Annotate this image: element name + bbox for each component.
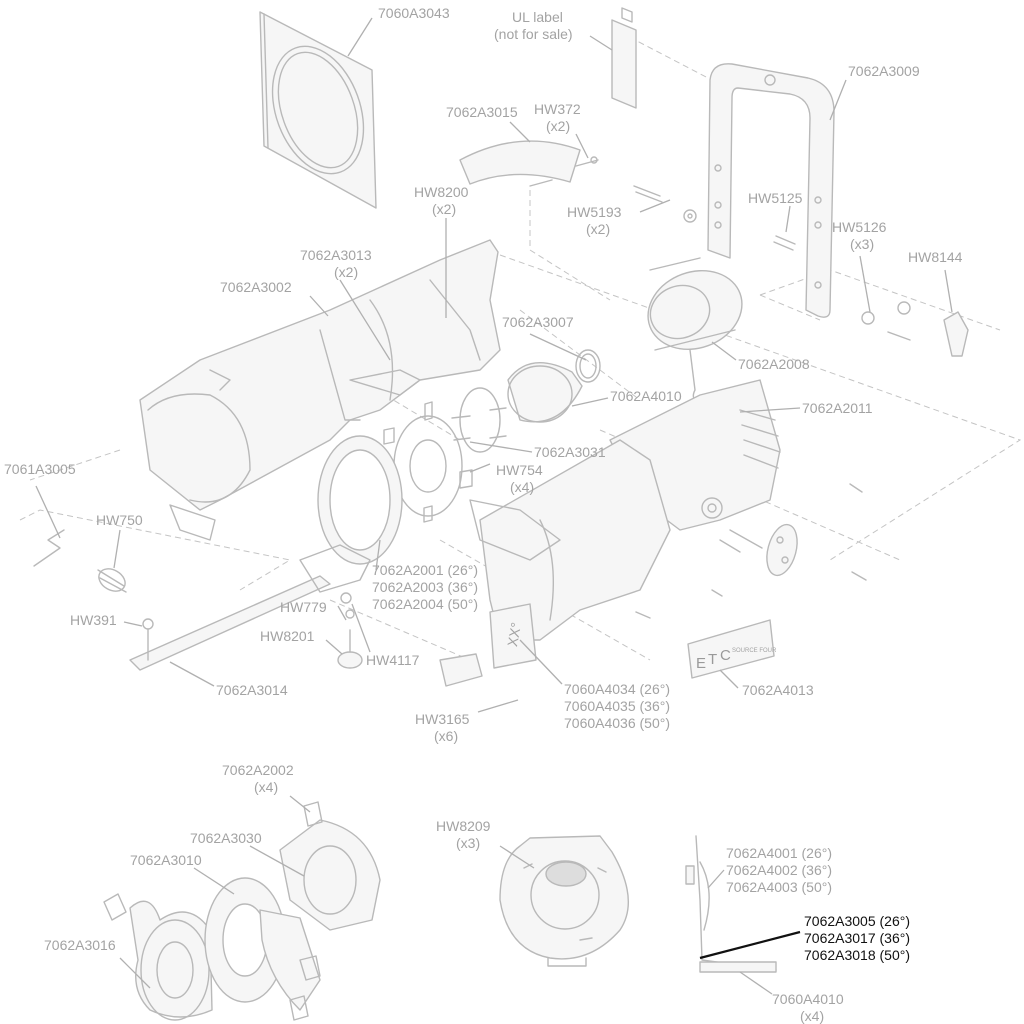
svg-text:7062A2004 (50°): 7062A2004 (50°): [372, 596, 478, 612]
svg-text:HW5126: HW5126: [832, 219, 887, 235]
svg-text:7062A3005 (26°): 7062A3005 (26°): [804, 913, 910, 929]
svg-text:UL label: UL label: [512, 9, 563, 25]
svg-text:(x4): (x4): [800, 1008, 824, 1024]
callout-hw8201: HW8201: [260, 628, 315, 644]
callout-7060A4034: 7060A4034 (26°) 7060A4035 (36°) 7060A403…: [564, 681, 670, 731]
svg-text:(x2): (x2): [546, 118, 570, 134]
callout-7062A3005-highlighted: 7062A3005 (26°) 7062A3017 (36°) 7062A301…: [804, 913, 910, 963]
svg-text:HW8209: HW8209: [436, 818, 491, 834]
svg-text:(x4): (x4): [510, 479, 534, 495]
brand-letter-c: C: [720, 647, 731, 664]
svg-text:(x2): (x2): [334, 264, 358, 280]
leader-lines: [35, 17, 953, 995]
callout-7062A2001: 7062A2001 (26°) 7062A2003 (36°) 7062A200…: [372, 562, 478, 612]
svg-text:HW754: HW754: [496, 462, 543, 478]
svg-text:7062A3013: 7062A3013: [300, 247, 372, 263]
reflector-part: [507, 349, 601, 423]
ul-label-part: [611, 7, 637, 109]
svg-text:(x2): (x2): [586, 221, 610, 237]
callout-hw779: HW779: [280, 599, 327, 615]
lens-tube-part: XX°: [439, 439, 671, 687]
color-frame-part: [259, 11, 377, 209]
callout-7062A4013: 7062A4013: [742, 682, 814, 698]
brand-tag: SOURCE FOUR: [732, 648, 777, 654]
svg-text:7060A4010: 7060A4010: [772, 991, 844, 1007]
svg-text:(x6): (x6): [434, 728, 458, 744]
callout-7062A4001: 7062A4001 (26°) 7062A4002 (36°) 7062A400…: [726, 845, 832, 895]
lens-profile-part: [685, 835, 777, 973]
top-shield-part: [459, 140, 599, 187]
rear-plate-part: [635, 483, 867, 619]
svg-text:7062A2002: 7062A2002: [222, 762, 294, 778]
callout-7062A3010: 7062A3010: [130, 852, 202, 868]
callout-hw5125: HW5125: [748, 190, 803, 206]
callout-hw5126: HW5126 (x3): [832, 219, 887, 252]
callout-7062A2011: 7062A2011: [802, 400, 873, 416]
callout-7062A2002: 7062A2002 (x4): [222, 762, 294, 795]
callout-hw8209: HW8209 (x3): [436, 818, 491, 851]
yoke-hardware: [633, 185, 969, 357]
callout-7062A3002: 7062A3002: [220, 279, 292, 295]
callout-hw372: HW372 (x2): [534, 101, 581, 134]
callout-7062A3015: 7062A3015: [446, 104, 518, 120]
svg-text:(x3): (x3): [456, 835, 480, 851]
gate-ring-part: [317, 435, 403, 565]
svg-text:(x3): (x3): [850, 236, 874, 252]
lens-tube-badge: XX°: [504, 621, 524, 648]
main-housing-part: [139, 239, 501, 541]
svg-text:(x4): (x4): [254, 779, 278, 795]
yoke-part: [707, 63, 835, 318]
svg-text:7062A4002 (36°): 7062A4002 (36°): [726, 862, 832, 878]
callout-hw754: HW754 (x4): [496, 462, 543, 495]
callout-7062A3016: 7062A3016: [44, 937, 116, 953]
callout-7060A3043: 7060A3043: [378, 5, 450, 21]
svg-text:HW3165: HW3165: [415, 711, 470, 727]
svg-text:7062A4003 (50°): 7062A4003 (50°): [726, 879, 832, 895]
callout-7062A2008: 7062A2008: [738, 356, 810, 372]
callout-hw8144: HW8144: [908, 249, 963, 265]
callout-hw8200: HW8200 (x2): [414, 184, 469, 217]
callout-7062A4010: 7062A4010: [610, 388, 682, 404]
svg-text:7060A4035 (36°): 7060A4035 (36°): [564, 698, 670, 714]
callout-7062A3009: 7062A3009: [848, 63, 920, 79]
adjuster-mechanism: [33, 529, 371, 671]
svg-text:HW8200: HW8200: [414, 184, 469, 200]
callout-ul-label: UL label (not for sale): [494, 9, 573, 42]
lamp-cap-part: [647, 257, 743, 403]
callout-labels: 7060A3043 UL label (not for sale) 7062A3…: [4, 5, 963, 1024]
brand-plate-part: E T C SOURCE FOUR: [687, 619, 777, 679]
gobo-holder-part: [499, 835, 630, 967]
svg-text:7060A4036 (50°): 7060A4036 (50°): [564, 715, 670, 731]
callout-7062A3013: 7062A3013 (x2): [300, 247, 372, 280]
callout-hw5193: HW5193 (x2): [567, 204, 622, 237]
svg-text:7062A3017 (36°): 7062A3017 (36°): [804, 930, 910, 946]
svg-text:HW5193: HW5193: [567, 204, 622, 220]
callout-hw391: HW391: [70, 612, 117, 628]
svg-text:7062A3018 (50°): 7062A3018 (50°): [804, 947, 910, 963]
svg-text:HW372: HW372: [534, 101, 581, 117]
shutter-blades-group: [103, 801, 381, 1021]
callout-7061A3005: 7061A3005: [4, 461, 76, 477]
callout-7062A3007: 7062A3007: [502, 314, 574, 330]
brand-letter-e: E: [696, 655, 706, 672]
callout-hw4117: HW4117: [366, 652, 420, 668]
svg-text:(not for sale): (not for sale): [494, 26, 573, 42]
callout-7062A3030: 7062A3030: [190, 830, 262, 846]
svg-text:7062A4001 (26°): 7062A4001 (26°): [726, 845, 832, 861]
brand-letter-t: T: [708, 651, 717, 668]
svg-text:(x2): (x2): [432, 201, 456, 217]
callout-hw750: HW750: [96, 512, 143, 528]
svg-text:7060A4034 (26°): 7060A4034 (26°): [564, 681, 670, 697]
callout-7062A3031: 7062A3031: [534, 444, 606, 460]
svg-text:7062A2003 (36°): 7062A2003 (36°): [372, 579, 478, 595]
callout-hw3165: HW3165 (x6): [415, 711, 470, 744]
callout-7060A4010: 7060A4010 (x4): [772, 991, 844, 1024]
svg-text:7062A2001 (26°): 7062A2001 (26°): [372, 562, 478, 578]
callout-7062A3014: 7062A3014: [216, 682, 288, 698]
